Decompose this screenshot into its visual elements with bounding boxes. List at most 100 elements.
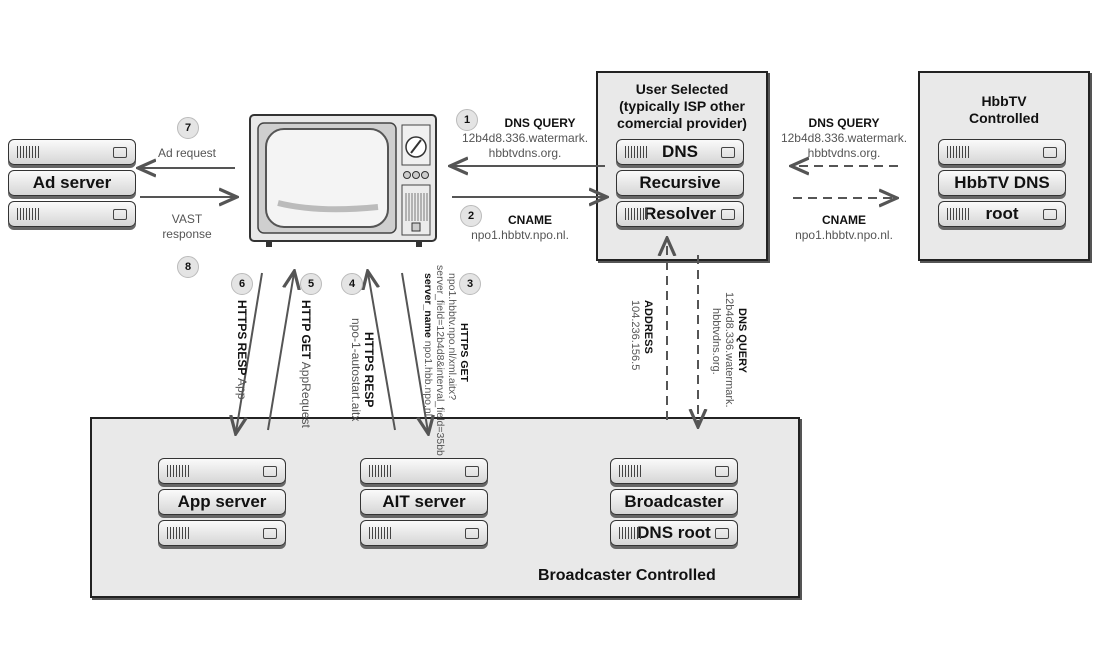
arrow-step3 bbox=[401, 272, 428, 432]
label-line: 12b4d8.336.watermark. bbox=[461, 131, 589, 145]
label-line: server_field=12b4d8&interval_field=35bb bbox=[434, 265, 446, 456]
broadcaster-dns-root[interactable]: Broadcaster DNS root bbox=[610, 458, 738, 551]
title-line: HbbTV bbox=[981, 93, 1027, 109]
server-label: Recursive bbox=[639, 173, 721, 192]
vent-icon bbox=[619, 527, 641, 539]
vent-icon bbox=[369, 527, 391, 539]
port-icon bbox=[721, 209, 735, 220]
title-line: (typically ISP other bbox=[619, 98, 745, 114]
port-icon bbox=[113, 147, 127, 158]
vast-response-label: VAST response bbox=[147, 212, 227, 242]
step-3-badge: 3 bbox=[459, 273, 481, 295]
label-line: npo1.hbbtv.npo.nl/xml.aitx? bbox=[446, 273, 458, 401]
label-line: npo1.hbbtv.npo.nl. bbox=[471, 228, 569, 242]
vast-line: VAST bbox=[171, 212, 203, 226]
step-7-badge: 7 bbox=[177, 117, 199, 139]
label-title: DNS QUERY bbox=[504, 116, 576, 130]
zone-user-selected: User Selected (typically ISP other comer… bbox=[596, 71, 768, 261]
label-bold: server_name bbox=[422, 273, 434, 338]
server-label: Broadcaster bbox=[624, 492, 724, 511]
port-icon bbox=[1043, 147, 1057, 158]
step-4-badge: 4 bbox=[341, 273, 363, 295]
label-line: App bbox=[235, 378, 249, 400]
label-line: hbbtvdns.org. bbox=[807, 146, 881, 160]
step-3-label: HTTPS GET npo1.hbbtv.npo.nl/xml.aitx? se… bbox=[422, 265, 470, 456]
server-label: root bbox=[985, 204, 1019, 223]
hbbtv-dns-query-label: DNS QUERY 12b4d8.336.watermark. hbbtvdns… bbox=[770, 116, 918, 161]
ad-server[interactable]: Ad server bbox=[8, 139, 136, 232]
label-line: 12b4d8.336.watermark. bbox=[780, 131, 908, 145]
step-5-label: HTTP GET AppRequest bbox=[299, 300, 313, 428]
label-line: npo1.hbbtv.npo.nl. bbox=[795, 228, 893, 242]
television-icon[interactable] bbox=[248, 113, 438, 255]
port-icon bbox=[263, 466, 277, 477]
title-line: Controlled bbox=[969, 110, 1039, 126]
arrow-step4 bbox=[368, 273, 396, 431]
label-title: DNS QUERY bbox=[808, 116, 880, 130]
step-6-label: HTTPS RESP App bbox=[235, 300, 249, 400]
label-title: ADDRESS bbox=[642, 300, 654, 354]
vent-icon bbox=[369, 465, 391, 477]
ad-request-label: Ad request bbox=[157, 146, 217, 160]
zone-hbbtv-title: HbbTV Controlled bbox=[920, 93, 1088, 127]
ad-server-label: Ad server bbox=[8, 170, 136, 196]
ait-server[interactable]: AIT server bbox=[360, 458, 488, 551]
hbbtv-cname-label: CNAME npo1.hbbtv.npo.nl. bbox=[770, 213, 918, 243]
label-line: hbbtvdns.org. bbox=[710, 308, 722, 375]
label-title: DNS QUERY bbox=[736, 308, 748, 373]
label-title: HTTPS RESP bbox=[362, 332, 376, 408]
step-1-badge: 1 bbox=[456, 109, 478, 131]
port-icon bbox=[1043, 209, 1057, 220]
vent-icon bbox=[17, 208, 39, 220]
app-server[interactable]: App server bbox=[158, 458, 286, 551]
port-icon bbox=[465, 528, 479, 539]
vent-icon bbox=[947, 146, 969, 158]
step-5-badge: 5 bbox=[300, 273, 322, 295]
step-8-badge: 8 bbox=[177, 256, 199, 278]
hbbtv-dns-root[interactable]: HbbTV DNS root bbox=[938, 139, 1066, 232]
dns-query-1-label: DNS QUERY 12b4d8.336.watermark. hbbtvdns… bbox=[445, 116, 605, 161]
port-icon bbox=[715, 528, 729, 539]
label-line: AppRequest bbox=[299, 361, 313, 428]
label-line: npo-1-autostart.aitx bbox=[349, 318, 363, 422]
vent-icon bbox=[167, 465, 189, 477]
label-title: HTTPS RESP bbox=[235, 300, 249, 376]
step-6-badge: 6 bbox=[231, 273, 253, 295]
label-line: hbbtvdns.org. bbox=[488, 146, 562, 160]
server-label: App server bbox=[177, 492, 267, 511]
port-icon bbox=[465, 466, 479, 477]
label-title: CNAME bbox=[822, 213, 866, 227]
vent-icon bbox=[619, 465, 641, 477]
label-line: 104.236.156.5 bbox=[629, 300, 641, 371]
cname-2-label: CNAME npo1.hbbtv.npo.nl. bbox=[445, 213, 595, 243]
arrow-step6 bbox=[236, 272, 263, 432]
server-label: HbbTV DNS bbox=[954, 173, 1050, 192]
address-label: ADDRESS 104.236.156.5 bbox=[628, 300, 654, 370]
server-label: DNS bbox=[662, 142, 698, 161]
title-line: comercial provider) bbox=[617, 115, 747, 131]
zone-user-selected-title: User Selected (typically ISP other comer… bbox=[598, 81, 766, 132]
title-line: User Selected bbox=[635, 81, 729, 97]
label-title: HTTPS GET bbox=[458, 323, 470, 382]
server-label: DNS root bbox=[637, 523, 711, 542]
vent-icon bbox=[947, 208, 969, 220]
server-label: AIT server bbox=[382, 492, 466, 511]
server-label: Resolver bbox=[644, 204, 716, 223]
port-icon bbox=[113, 209, 127, 220]
label-title: HTTP GET bbox=[299, 300, 313, 360]
zone-hbbtv-controlled: HbbTV Controlled bbox=[918, 71, 1090, 261]
vent-icon bbox=[17, 146, 39, 158]
vast-line: response bbox=[162, 227, 212, 241]
step-4-label: HTTPS RESP npo-1-autostart.aitx bbox=[349, 318, 376, 422]
label-line: npo1.hbb.npo.nl bbox=[422, 340, 434, 417]
label-title: CNAME bbox=[508, 213, 552, 227]
label-line: 12b4d8.336.watermark. bbox=[723, 292, 735, 408]
vent-icon bbox=[625, 146, 647, 158]
bcast-dns-query-label: DNS QUERY 12b4d8.336.watermark. hbbtvdns… bbox=[709, 292, 748, 408]
step-2-badge: 2 bbox=[460, 205, 482, 227]
port-icon bbox=[721, 147, 735, 158]
vent-icon bbox=[167, 527, 189, 539]
arrow-step5 bbox=[267, 273, 294, 431]
dns-recursive-resolver[interactable]: DNS Recursive Resolver bbox=[616, 139, 744, 232]
